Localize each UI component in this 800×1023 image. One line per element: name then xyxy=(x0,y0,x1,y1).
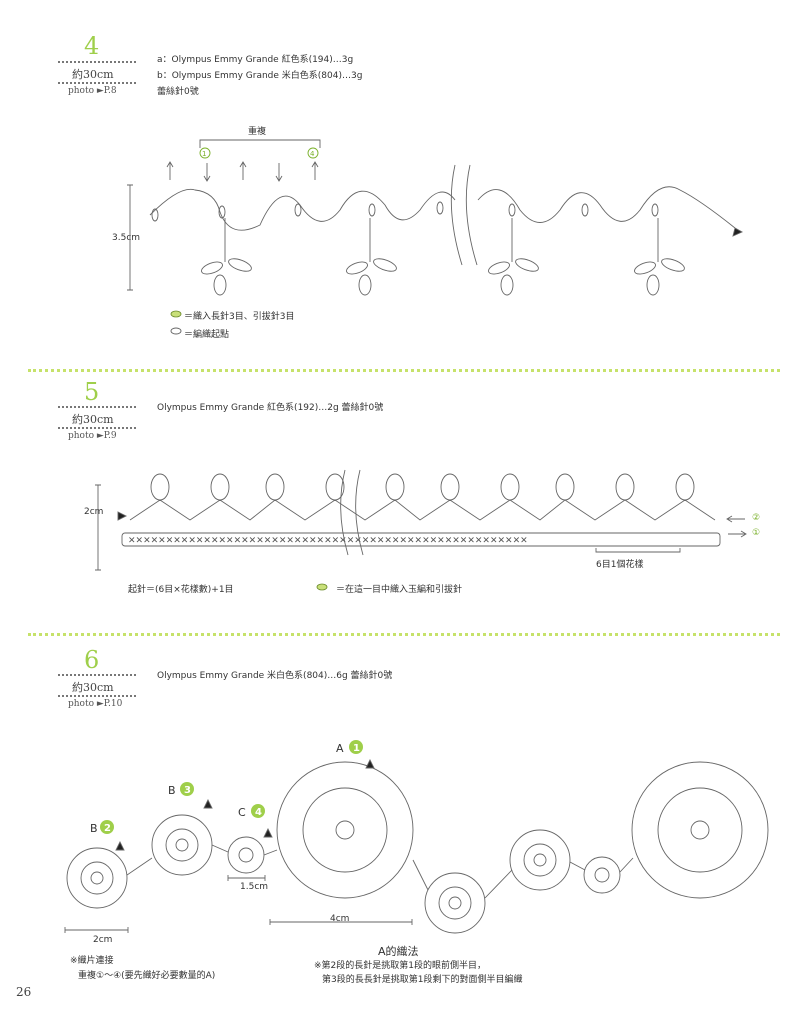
method-note: ※第2段的長針是挑取第1段的眼前側半目， xyxy=(314,961,486,971)
divider-dots xyxy=(58,61,136,63)
material-line: b：Olympus Emmy Grande 米白色系(804)…3g xyxy=(157,71,363,81)
section-number-4: 4 xyxy=(84,32,100,60)
page-number: 26 xyxy=(16,985,32,999)
bobble-stitches xyxy=(150,473,695,501)
dimension-label: 2cm xyxy=(93,935,113,945)
length-label: 約30cm xyxy=(72,68,114,81)
legend-item: ＝織入長針3目、引拔針3目 xyxy=(184,312,295,322)
svg-text:4: 4 xyxy=(310,150,315,158)
photo-reference: photo ►P.8 xyxy=(68,86,117,96)
material-info: Olympus Emmy Grande 紅色系(192)…2g 蕾絲針0號 xyxy=(157,403,384,413)
row-label: ① xyxy=(752,528,761,538)
motif-letter: C xyxy=(238,806,246,819)
divider-dots xyxy=(58,82,136,84)
height-label: 3.5cm xyxy=(112,233,141,243)
dimension-label: 4cm xyxy=(330,914,350,924)
row-label: ② xyxy=(752,513,761,523)
divider-dots xyxy=(58,695,136,697)
material-info: a：Olympus Emmy Grande 紅色系(194)…3g b：Olym… xyxy=(157,52,362,100)
material-line: 蕾絲針0號 xyxy=(157,87,199,97)
legend-item: ＝在這一目中織入玉編和引拔針 xyxy=(336,585,463,595)
repeat-label: 重複 xyxy=(248,127,267,137)
pattern-label: 6目1個花樣 xyxy=(596,560,644,570)
section-number-5: 5 xyxy=(84,378,100,406)
method-title: A的織法 xyxy=(378,945,419,958)
formula-label: 起針＝(6目×花樣數)+1目 xyxy=(128,585,234,595)
section6-chart: 2 3 4 1 xyxy=(64,740,769,934)
section4-chart: 1 4 xyxy=(127,139,743,335)
motif-number: 3 xyxy=(184,785,191,796)
base-row-stitches: ✕✕✕✕✕✕✕✕✕✕✕✕✕✕✕✕✕✕✕✕✕✕✕✕✕✕✕✕✕✕✕✕✕✕✕✕✕✕✕✕… xyxy=(128,536,528,546)
divider-dots xyxy=(58,674,136,676)
motif-letter: B xyxy=(90,822,98,835)
motif-number: 4 xyxy=(255,807,262,818)
length-label: 約30cm xyxy=(72,681,114,694)
leaf-motifs xyxy=(201,218,685,296)
dimension-label: 1.5cm xyxy=(240,882,269,892)
length-label: 約30cm xyxy=(72,413,114,426)
height-label: 2cm xyxy=(84,507,104,517)
join-note: ※織片連接 xyxy=(70,956,114,966)
chain-stitches xyxy=(151,201,659,222)
motif-number: 1 xyxy=(353,743,360,754)
section-number-6: 6 xyxy=(84,646,100,674)
join-detail: 重複①～④(要先織好必要數量的A) xyxy=(78,971,216,981)
motif-letter: A xyxy=(336,742,344,755)
photo-reference: photo ►P.9 xyxy=(68,431,117,441)
section-separator xyxy=(28,369,780,372)
material-info: Olympus Emmy Grande 米白色系(804)…6g 蕾絲針0號 xyxy=(157,671,393,681)
divider-dots xyxy=(58,427,136,429)
motif-letter: B xyxy=(168,784,176,797)
divider-dots xyxy=(58,406,136,408)
material-line: a：Olympus Emmy Grande 紅色系(194)…3g xyxy=(157,55,354,65)
motif-number: 2 xyxy=(104,823,111,834)
svg-text:1: 1 xyxy=(202,150,206,158)
photo-reference: photo ►P.10 xyxy=(68,699,123,709)
method-note: 第3段的長長針是挑取第1段剩下的對面側半目編織 xyxy=(322,975,523,985)
svg-text:✕✕✕✕✕✕✕✕✕✕✕✕✕✕✕✕✕✕✕✕✕✕✕✕✕✕✕✕✕✕: ✕✕✕✕✕✕✕✕✕✕✕✕✕✕✕✕✕✕✕✕✕✕✕✕✕✕✕✕✕✕✕✕✕✕✕✕✕✕✕✕… xyxy=(128,536,528,546)
legend-item: ＝編織起點 xyxy=(184,330,230,340)
section5-chart: ✕✕✕✕✕✕✕✕✕✕✕✕✕✕✕✕✕✕✕✕✕✕✕✕✕✕✕✕✕✕✕✕✕✕✕✕✕✕✕✕… xyxy=(95,469,747,591)
section-separator xyxy=(28,633,780,636)
